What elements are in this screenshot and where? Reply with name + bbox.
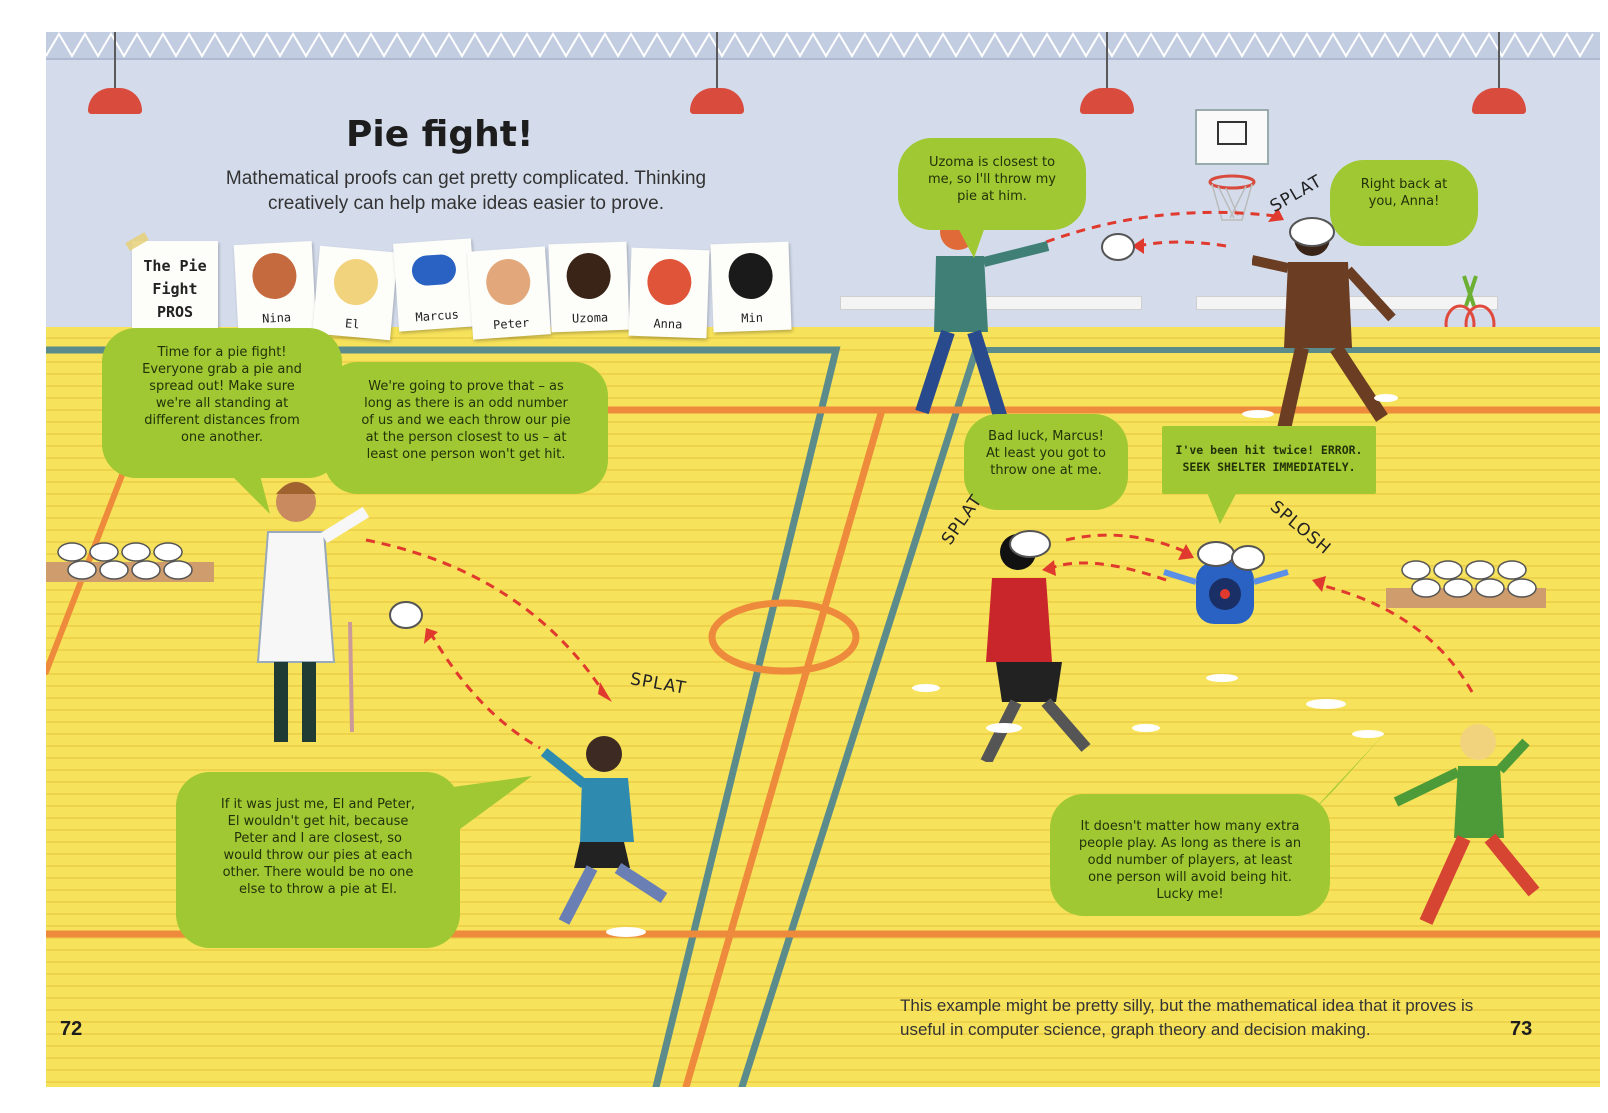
speech-bubble-min: Bad luck, Marcus! At least you got to th…	[964, 414, 1128, 510]
pros-name: Peter	[492, 315, 530, 333]
speech-bubble-three-players: If it was just me, El and Peter, El woul…	[176, 772, 460, 948]
throw-arrows	[365, 208, 1474, 750]
pros-card-el: El	[312, 245, 398, 341]
pros-card-min: Min	[710, 241, 792, 333]
min-character	[980, 530, 1091, 762]
pros-card-anna: Anna	[628, 247, 710, 339]
truss-pattern	[46, 32, 1594, 58]
pros-card-uzoma: Uzoma	[548, 241, 630, 333]
pros-card-marcus: Marcus	[393, 238, 477, 332]
book-spread: Pie fight! Mathematical proofs can get p…	[46, 32, 1600, 1087]
pros-name: Uzoma	[571, 310, 609, 326]
speech-bubble-tail	[446, 776, 532, 832]
speech-text: Bad luck, Marcus! At least you got to th…	[986, 429, 1106, 478]
ceiling-lamp-cord	[1106, 32, 1108, 92]
marcus-robot-character	[1163, 541, 1289, 624]
ceiling-lamp-icon	[1472, 88, 1526, 114]
pros-card-nina: Nina	[233, 241, 317, 333]
ceiling-lamp-cord	[1498, 32, 1500, 92]
speech-bubble-tail	[1206, 490, 1238, 524]
ceiling-lamp-cord	[716, 32, 718, 92]
peter-character	[256, 482, 370, 742]
pies-icon	[57, 542, 193, 580]
speech-bubble-marcus: I've been hit twice! ERROR. SEEK SHELTER…	[1162, 426, 1376, 494]
peter-portrait-icon	[484, 257, 532, 307]
pros-name: Marcus	[415, 307, 460, 325]
anna-portrait-icon	[646, 258, 693, 306]
pros-name: Anna	[653, 316, 683, 332]
footer-text: This example might be pretty silly, but …	[900, 996, 1474, 1039]
pie-splatter	[606, 394, 1398, 937]
speech-text: If it was just me, El and Peter, El woul…	[220, 797, 416, 897]
roof-truss	[46, 32, 1600, 60]
flying-pie-icon	[1101, 233, 1135, 261]
flying-pie-icon	[389, 601, 423, 629]
pros-title-card: The Pie Fight PROS	[125, 232, 218, 329]
speech-bubble-anna: Uzoma is closest to me, so I'll throw my…	[898, 138, 1086, 230]
speech-bubble-prove: We're going to prove that – as long as t…	[324, 362, 608, 494]
el-character	[1393, 724, 1540, 925]
speech-bubble-tail	[216, 460, 270, 514]
gym-bench	[840, 296, 1142, 310]
ceiling-lamp-cord	[114, 32, 116, 92]
min-portrait-icon	[727, 252, 774, 300]
pros-name: El	[344, 316, 361, 332]
speech-text: Time for a pie fight! Everyone grab a pi…	[142, 345, 302, 445]
speech-text: I've been hit twice! ERROR. SEEK SHELTER…	[1175, 443, 1363, 474]
pros-name: Nina	[261, 310, 292, 326]
ceiling-lamp-icon	[88, 88, 142, 114]
ceiling-lamp-icon	[690, 88, 744, 114]
page-number-right: 73	[1510, 1018, 1533, 1040]
uzoma-character	[1252, 217, 1396, 440]
nina-character	[540, 736, 668, 925]
speech-bubble-uzoma: Right back at you, Anna!	[1330, 160, 1478, 246]
speech-bubble-tail	[1306, 732, 1386, 818]
el-portrait-icon	[332, 257, 380, 307]
speech-bubble-peter-start: Time for a pie fight! Everyone grab a pi…	[102, 328, 342, 478]
speech-text: Right back at you, Anna!	[1360, 177, 1448, 209]
pros-title: The Pie Fight PROS	[143, 257, 207, 321]
pros-card-peter: Peter	[467, 246, 551, 340]
pros-name: Min	[741, 310, 764, 326]
speech-text: We're going to prove that – as long as t…	[361, 379, 571, 462]
pies-icon	[1401, 560, 1537, 598]
ceiling-lamp-icon	[1080, 88, 1134, 114]
intro-text: Mathematical proofs can get pretty compl…	[225, 168, 707, 214]
speech-text: Uzoma is closest to me, so I'll throw my…	[927, 155, 1057, 204]
basketball-hoop-icon	[1195, 109, 1269, 221]
uzoma-portrait-icon	[565, 252, 612, 300]
page-number-left: 72	[60, 1018, 83, 1040]
speech-bubble-el: It doesn't matter how many extra people …	[1050, 794, 1330, 916]
marcus-robot-portrait-icon	[410, 253, 457, 287]
page-title: Pie fight!	[346, 114, 534, 155]
speech-text: It doesn't matter how many extra people …	[1078, 819, 1302, 902]
speech-bubble-tail	[956, 224, 986, 258]
nina-portrait-icon	[251, 251, 298, 301]
